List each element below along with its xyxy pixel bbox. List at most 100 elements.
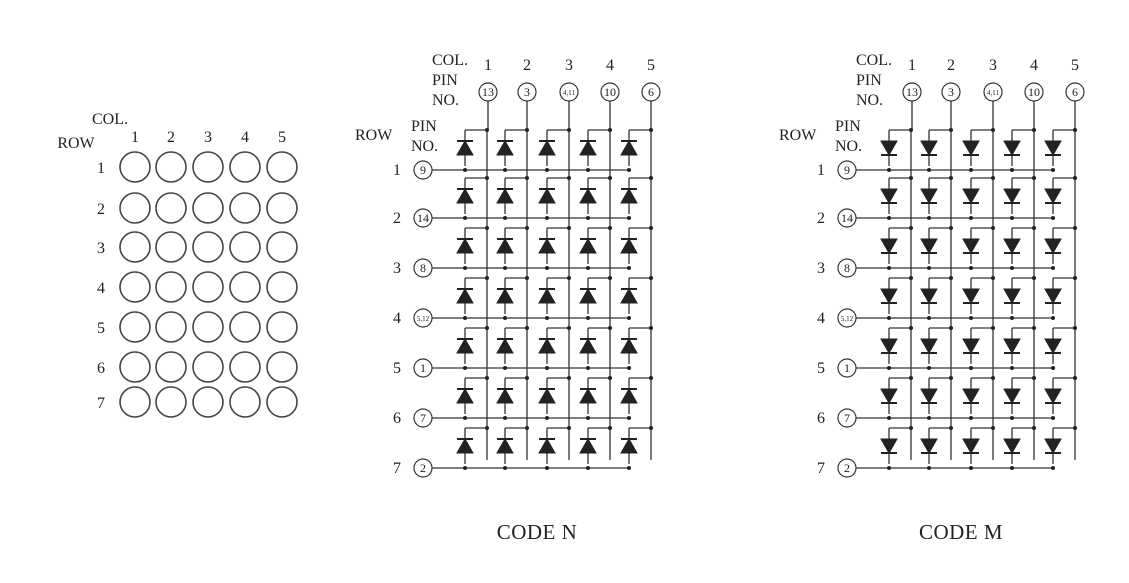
- diode-icon: [1044, 188, 1062, 205]
- junction-dot: [1032, 326, 1036, 330]
- diode-icon: [620, 287, 638, 304]
- led-dot: [229, 386, 261, 418]
- led-dot: [155, 386, 187, 418]
- diode-icon: [880, 188, 898, 205]
- junction-dot: [586, 366, 590, 370]
- junction-dot: [649, 326, 653, 330]
- junction-dot: [1032, 176, 1036, 180]
- junction-dot: [909, 326, 913, 330]
- diode-icon: [620, 337, 638, 354]
- junction-dot: [1051, 216, 1055, 220]
- led-dot: [119, 311, 151, 343]
- junction-dot: [525, 376, 529, 380]
- junction-dot: [608, 376, 612, 380]
- diode-icon: [538, 139, 556, 156]
- dot-matrix-col-number: 4: [241, 129, 249, 146]
- junction-dot: [991, 226, 995, 230]
- junction-dot: [887, 216, 891, 220]
- junction-dot: [1032, 426, 1036, 430]
- row-pin-number: 5,12: [841, 315, 854, 323]
- junction-dot: [1051, 466, 1055, 470]
- led-dot: [119, 271, 151, 303]
- junction-dot: [567, 128, 571, 132]
- junction-dot: [969, 266, 973, 270]
- row-pin-number: 5,12: [417, 315, 430, 323]
- junction-dot: [909, 226, 913, 230]
- row-number: 2: [393, 210, 401, 227]
- led-dot: [155, 231, 187, 263]
- junction-dot: [969, 216, 973, 220]
- junction-dot: [567, 426, 571, 430]
- col-number: 2: [947, 57, 955, 74]
- junction-dot: [627, 266, 631, 270]
- junction-dot: [969, 416, 973, 420]
- junction-dot: [525, 276, 529, 280]
- col-pin-number: 6: [648, 85, 654, 99]
- row-number: 7: [393, 460, 401, 477]
- led-dot: [119, 192, 151, 224]
- junction-dot: [1032, 276, 1036, 280]
- diode-icon: [579, 139, 597, 156]
- junction-dot: [887, 168, 891, 172]
- diode-icon: [920, 388, 938, 405]
- led-dot: [229, 351, 261, 383]
- junction-dot: [463, 216, 467, 220]
- col-pin-number: 4,11: [987, 89, 999, 97]
- diode-icon: [962, 438, 980, 455]
- diode-icon: [1003, 288, 1021, 305]
- diode-icon: [880, 140, 898, 157]
- junction-dot: [1051, 168, 1055, 172]
- junction-dot: [503, 168, 507, 172]
- diode-icon: [496, 387, 514, 404]
- junction-dot: [545, 316, 549, 320]
- junction-dot: [627, 316, 631, 320]
- junction-dot: [1010, 316, 1014, 320]
- diode-icon: [456, 187, 474, 204]
- junction-dot: [503, 216, 507, 220]
- code-caption: CODE M: [919, 520, 1003, 544]
- junction-dot: [927, 266, 931, 270]
- row-number: 7: [817, 460, 825, 477]
- diode-icon: [496, 139, 514, 156]
- led-dot: [192, 271, 224, 303]
- diode-icon: [962, 188, 980, 205]
- diode-icon: [880, 288, 898, 305]
- junction-dot: [909, 426, 913, 430]
- junction-dot: [586, 466, 590, 470]
- junction-dot: [887, 366, 891, 370]
- diode-icon: [962, 140, 980, 157]
- col-pin-label: PIN: [856, 72, 882, 89]
- junction-dot: [969, 366, 973, 370]
- dot-matrix-row-number: 2: [97, 201, 105, 218]
- diode-icon: [920, 140, 938, 157]
- led-dot: [266, 386, 298, 418]
- led-dot: [266, 311, 298, 343]
- junction-dot: [949, 276, 953, 280]
- junction-dot: [649, 226, 653, 230]
- row-number: 1: [817, 162, 825, 179]
- row-pin-number: 9: [420, 163, 426, 177]
- row-pin-number: 2: [420, 461, 426, 475]
- junction-dot: [485, 426, 489, 430]
- junction-dot: [627, 466, 631, 470]
- led-dot: [155, 351, 187, 383]
- diode-icon: [579, 287, 597, 304]
- diode-icon: [538, 387, 556, 404]
- col-number: 1: [908, 57, 916, 74]
- junction-dot: [485, 376, 489, 380]
- diode-icon: [456, 437, 474, 454]
- diode-icon: [538, 337, 556, 354]
- junction-dot: [627, 416, 631, 420]
- col-label: COL.: [856, 52, 892, 69]
- col-number: 5: [1071, 57, 1079, 74]
- diode-icon: [579, 437, 597, 454]
- diode-icon: [920, 338, 938, 355]
- junction-dot: [525, 326, 529, 330]
- dot-matrix-row-number: 1: [97, 160, 105, 177]
- junction-dot: [949, 128, 953, 132]
- diode-icon: [962, 338, 980, 355]
- dot-matrix-row-number: 6: [97, 360, 105, 377]
- junction-dot: [1010, 216, 1014, 220]
